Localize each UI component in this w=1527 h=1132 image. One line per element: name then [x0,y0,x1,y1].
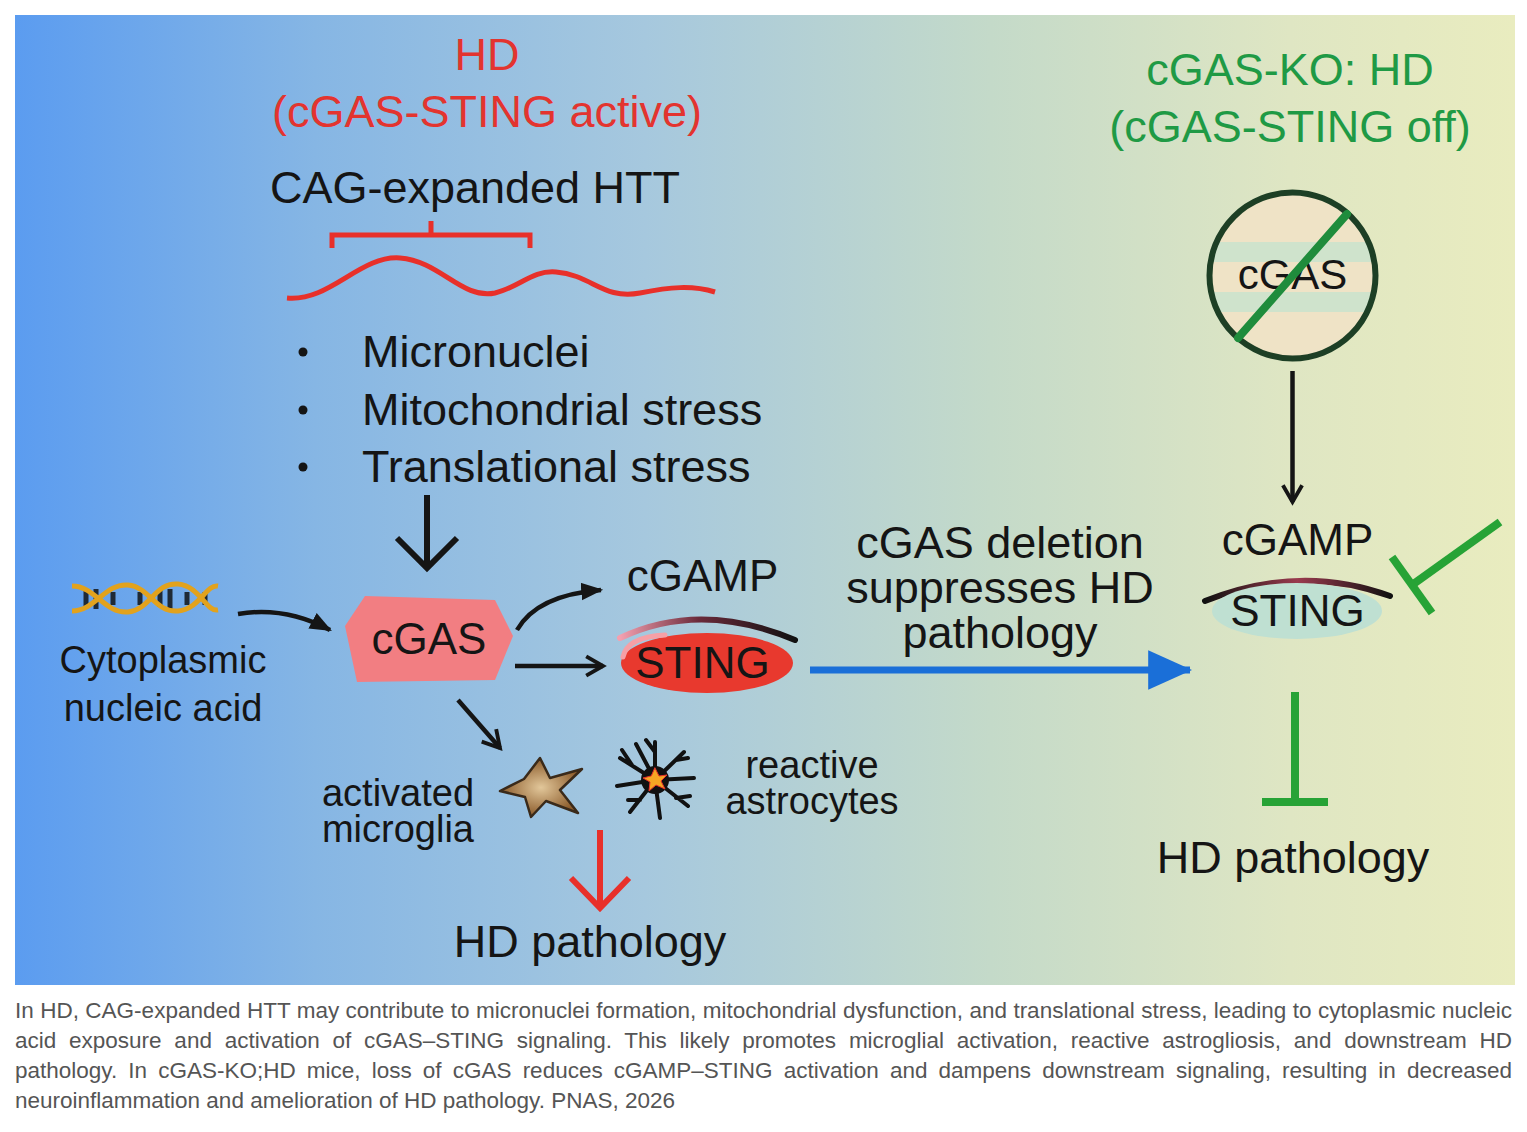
node-text: cGAMP [1200,515,1395,565]
cgas-hexagon: cGAS [345,596,513,682]
inhibition-bar [1392,557,1432,613]
inhibition-line [1412,522,1500,585]
htt-wave [287,258,715,298]
diagram-label: HD [287,30,687,80]
pathology-arrow [571,830,629,908]
diagram-label: Translational stress [362,442,882,492]
dna-illustration [72,584,218,612]
edge-label: cGAS deletion suppresses HD pathology [830,520,1170,655]
connector [515,664,603,669]
inhibition-bar [1262,798,1328,806]
inhibition-line [1291,692,1299,800]
diagram-label: CAG-expanded HTT [225,163,725,213]
astrocyte-process [617,740,694,818]
diagram-label: HD pathology [1143,833,1443,883]
connector [810,667,1190,674]
nucleic-acid-arrow [238,612,330,630]
hexagon-shape [345,596,513,682]
astrocyte-core [643,768,667,791]
node-text: cGAMP [605,551,800,601]
cgas-knockout-circle: cGAS [1205,188,1380,363]
microglia-cell [500,758,582,817]
cgas-circle [1210,193,1376,359]
diagram-label: reactive astrocytes [697,747,927,819]
node-text: STING [1200,586,1395,636]
node-text: cGAS [345,596,513,682]
diagram-label: (cGAS-STING active) [237,87,737,137]
diagram-label: Micronuclei [362,327,882,377]
diagram-label: cGAS-KO: HD [1040,45,1527,95]
stress-arrow [397,495,457,568]
knockout-slash [1238,214,1347,338]
bullet [299,463,308,472]
connector [1290,371,1295,502]
microglia-arrow [458,700,500,748]
connector [517,590,601,630]
diagram-label: (cGAS-STING off) [1040,102,1527,152]
bullet [299,406,308,415]
diagram-label: HD pathology [440,917,740,967]
figure-caption: In HD, CAG-expanded HTT may contribute t… [15,996,1512,1116]
diagram-label: activated microglia [283,775,513,847]
bullet [299,348,308,357]
dna-strand [72,584,218,612]
sting-off-node: cGAMP STING [1200,508,1395,645]
node-text: STING [605,638,800,688]
bracket [332,221,530,248]
node-overlay [1205,188,1380,363]
diagram-label: Cytoplasmic nucleic acid [43,636,283,732]
astrocyte-body [643,768,667,792]
diagram-label: Mitochondrial stress [362,385,882,435]
dna-strand [72,585,218,611]
sting-active-node: cGAMP STING [605,545,800,695]
astrocyte-cell [617,740,694,818]
